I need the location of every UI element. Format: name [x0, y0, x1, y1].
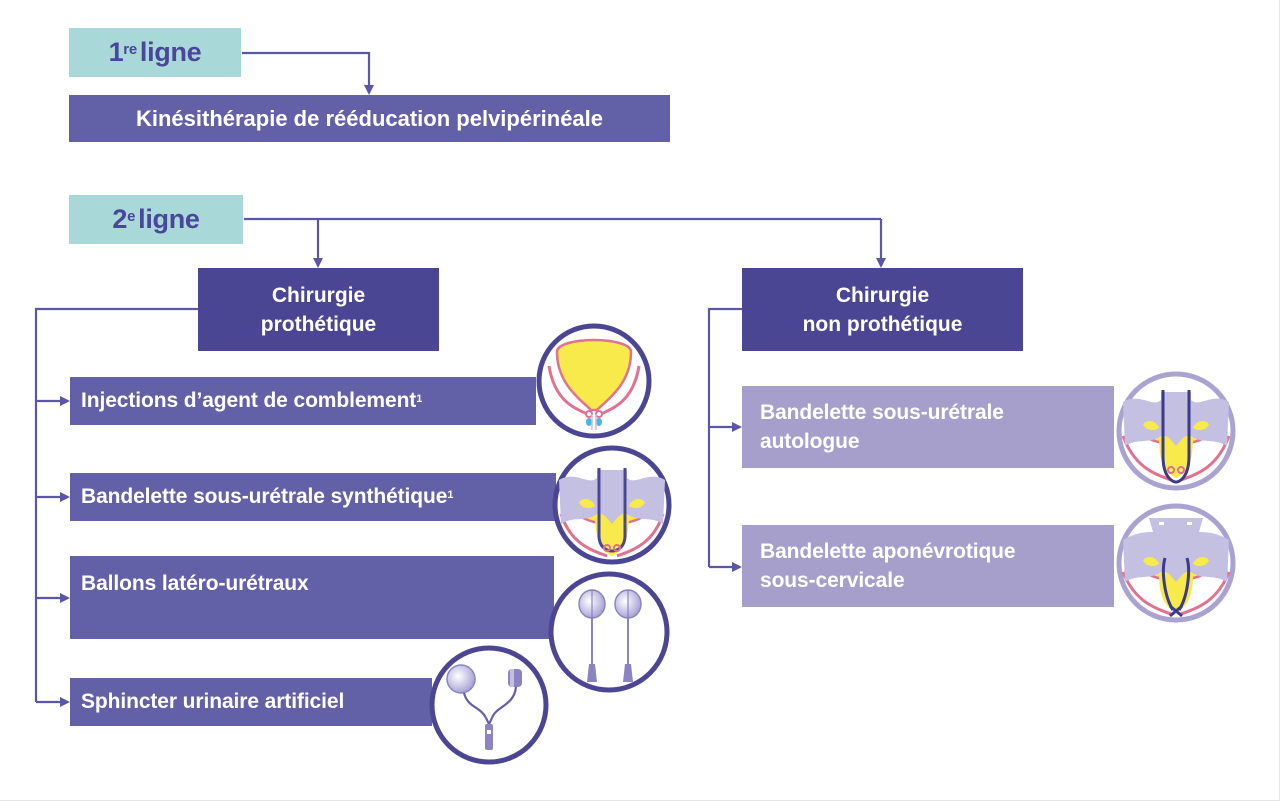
item-label-line2: autologue — [760, 430, 860, 453]
second-line-suffix: e — [127, 208, 136, 225]
first-line-word: ligne — [139, 37, 202, 67]
bladder-injection-icon — [536, 323, 652, 439]
non-prosthetic-item-autologous-sling: Bandelette sous-urétrale autologue — [742, 386, 1114, 468]
item-label: Ballons latéro-urétraux — [81, 572, 309, 595]
item-footnote: 1 — [447, 489, 454, 501]
item-label-line1: Bandelette sous-urétrale — [760, 401, 1004, 424]
prosthetic-title-line2: prothétique — [260, 312, 377, 336]
first-line-treatment: Kinésithérapie de rééducation pelvipérin… — [69, 95, 670, 142]
non-prosthetic-surgery-header: Chirurgie non prothétique — [742, 268, 1023, 351]
item-label: Bandelette sous-urétrale synthétique — [81, 485, 448, 508]
prosthetic-item-balloons: Ballons latéro-urétraux — [70, 556, 554, 639]
connector-second-line-to-prosthetic — [244, 217, 881, 266]
aponeurotic-sling-icon — [1116, 503, 1236, 623]
item-label: Injections d’agent de comblement — [81, 389, 417, 412]
balloons-icon — [548, 571, 670, 693]
connector-non-prosthetic-trunk — [707, 307, 742, 567]
first-line-number: 1 — [108, 37, 124, 67]
connector-first-line — [242, 51, 374, 95]
item-label: Sphincter urinaire artificiel — [81, 690, 345, 713]
synthetic-sling-icon — [552, 445, 672, 565]
first-line-suffix: re — [123, 41, 137, 58]
non-prosthetic-title-line2: non prothétique — [802, 312, 963, 336]
non-prosthetic-title-line1: Chirurgie — [835, 283, 930, 307]
connector-prosthetic-trunk — [34, 307, 198, 702]
artificial-sphincter-icon — [429, 645, 549, 765]
prosthetic-title-line1: Chirurgie — [271, 283, 366, 307]
item-label-line2: sous-cervicale — [760, 569, 905, 592]
non-prosthetic-item-aponeurotic-sling: Bandelette aponévrotique sous-cervicale — [742, 525, 1114, 607]
prosthetic-item-sphincter: Sphincter urinaire artificiel — [70, 678, 432, 726]
item-label-line1: Bandelette aponévrotique — [760, 540, 1016, 563]
item-footnote: 1 — [416, 393, 423, 405]
autologous-sling-icon — [1116, 371, 1236, 491]
first-line-treatment-text: Kinésithérapie de rééducation pelvipérin… — [135, 106, 604, 131]
second-line-word: ligne — [138, 204, 200, 234]
second-line-number: 2 — [112, 204, 128, 234]
prosthetic-surgery-header: Chirurgie prothétique — [198, 268, 439, 351]
